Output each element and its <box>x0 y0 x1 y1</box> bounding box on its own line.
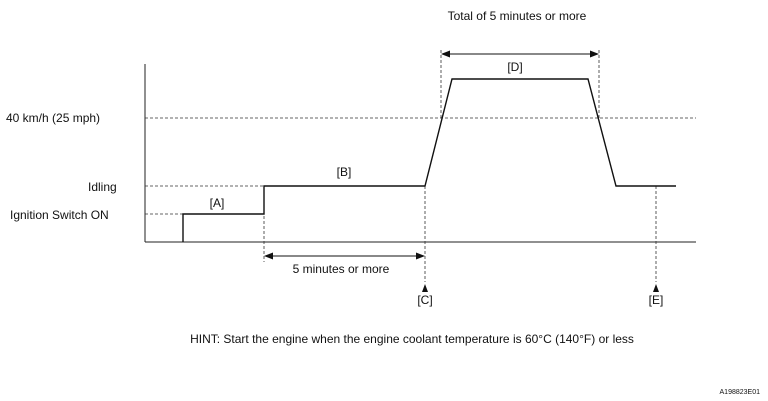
total-duration-label: Total of 5 minutes or more <box>448 9 587 23</box>
duration-b-label: 5 minutes or more <box>293 262 390 276</box>
phase-label-d: [D] <box>507 60 522 74</box>
marker-c-triangle <box>422 284 428 292</box>
phase-label-a: [A] <box>210 196 225 210</box>
y-label-40kmh: 40 km/h (25 mph) <box>6 111 100 125</box>
phase-label-c: [C] <box>417 293 432 307</box>
phase-label-e: [E] <box>649 293 664 307</box>
duration-d-arrowhead-right <box>590 50 599 58</box>
marker-e-triangle <box>653 284 659 292</box>
hint-text: HINT: Start the engine when the engine c… <box>190 332 634 346</box>
speed-profile-line <box>182 78 676 242</box>
duration-d-arrowhead-left <box>441 50 450 58</box>
y-label-idling: Idling <box>88 180 117 194</box>
figure-code: A198823E01 <box>720 389 761 396</box>
phase-label-b: [B] <box>337 165 352 179</box>
duration-b-arrowhead-left <box>264 252 273 260</box>
duration-b-arrowhead-right <box>416 252 425 260</box>
y-label-ignition-on: Ignition Switch ON <box>10 208 109 222</box>
